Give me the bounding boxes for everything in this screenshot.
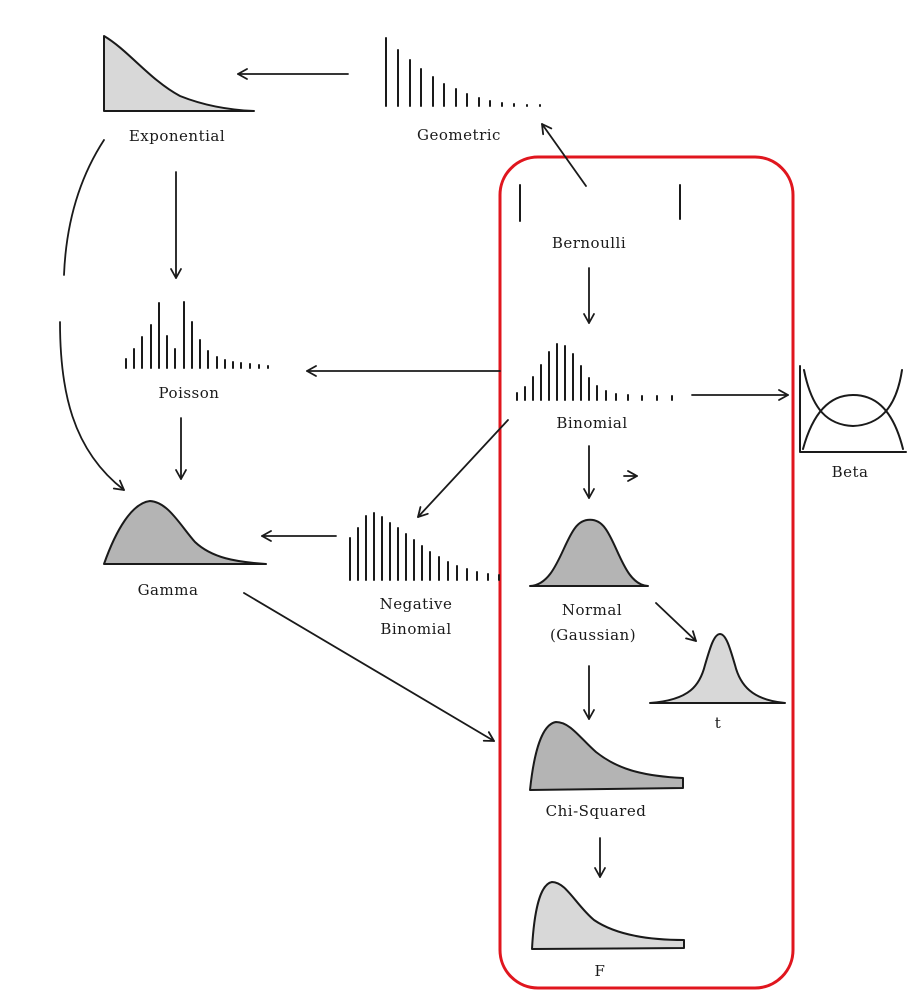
arrow-exponential-gamma-lower (59, 321, 125, 491)
beta-curve-u (803, 369, 903, 427)
arrow-normal-t (655, 602, 697, 642)
t-node: t (649, 633, 786, 732)
beta-label: Beta (832, 463, 869, 481)
geometric-node: Geometric (385, 37, 541, 144)
f-node: F (531, 881, 685, 980)
chi-squared-curve (529, 721, 684, 791)
binomial-label: Binomial (556, 414, 627, 432)
gamma-node: Gamma (103, 500, 267, 599)
chi-squared-node: Chi-Squared (529, 721, 684, 820)
geometric-label: Geometric (417, 126, 501, 144)
beta-axes (799, 365, 907, 453)
binomial-bars (516, 343, 673, 401)
negative-binomial-label-line2: Binomial (380, 620, 451, 638)
arrow-bernoulli-geometric (541, 123, 587, 187)
arrow-gamma-chi-squared (243, 592, 495, 742)
beta-node: Beta (799, 365, 907, 481)
t-label: t (715, 714, 722, 732)
f-curve (531, 881, 685, 950)
exponential-label: Exponential (129, 127, 225, 145)
normal-label-line2: (Gaussian) (550, 626, 636, 644)
bernoulli-node: Bernoulli (519, 184, 681, 252)
arrow-binomial-negative-binomial (417, 419, 509, 518)
arrow-exponential-gamma (63, 139, 105, 276)
negative-binomial-bars (349, 512, 500, 581)
gamma-curve (103, 500, 267, 565)
poisson-label: Poisson (159, 384, 220, 402)
f-label: F (595, 962, 606, 980)
arrows (59, 68, 789, 878)
negative-binomial-node: Negative Binomial (349, 512, 500, 638)
t-curve (649, 633, 786, 704)
poisson-node: Poisson (125, 301, 269, 402)
normal-label-line1: Normal (562, 601, 622, 619)
highlight-box (498, 155, 795, 990)
bernoulli-label: Bernoulli (552, 234, 626, 252)
beta-curve-arc (802, 394, 904, 450)
chi-squared-label: Chi-Squared (546, 802, 647, 820)
binomial-node: Binomial (516, 343, 673, 432)
poisson-bars (125, 301, 269, 369)
exponential-curve (103, 35, 255, 112)
negative-binomial-label-line1: Negative (380, 595, 453, 613)
gamma-label: Gamma (138, 581, 199, 599)
geometric-bars (385, 37, 541, 107)
normal-curve (529, 518, 649, 587)
normal-node: Normal (Gaussian) (529, 518, 649, 644)
exponential-node: Exponential (103, 35, 255, 145)
